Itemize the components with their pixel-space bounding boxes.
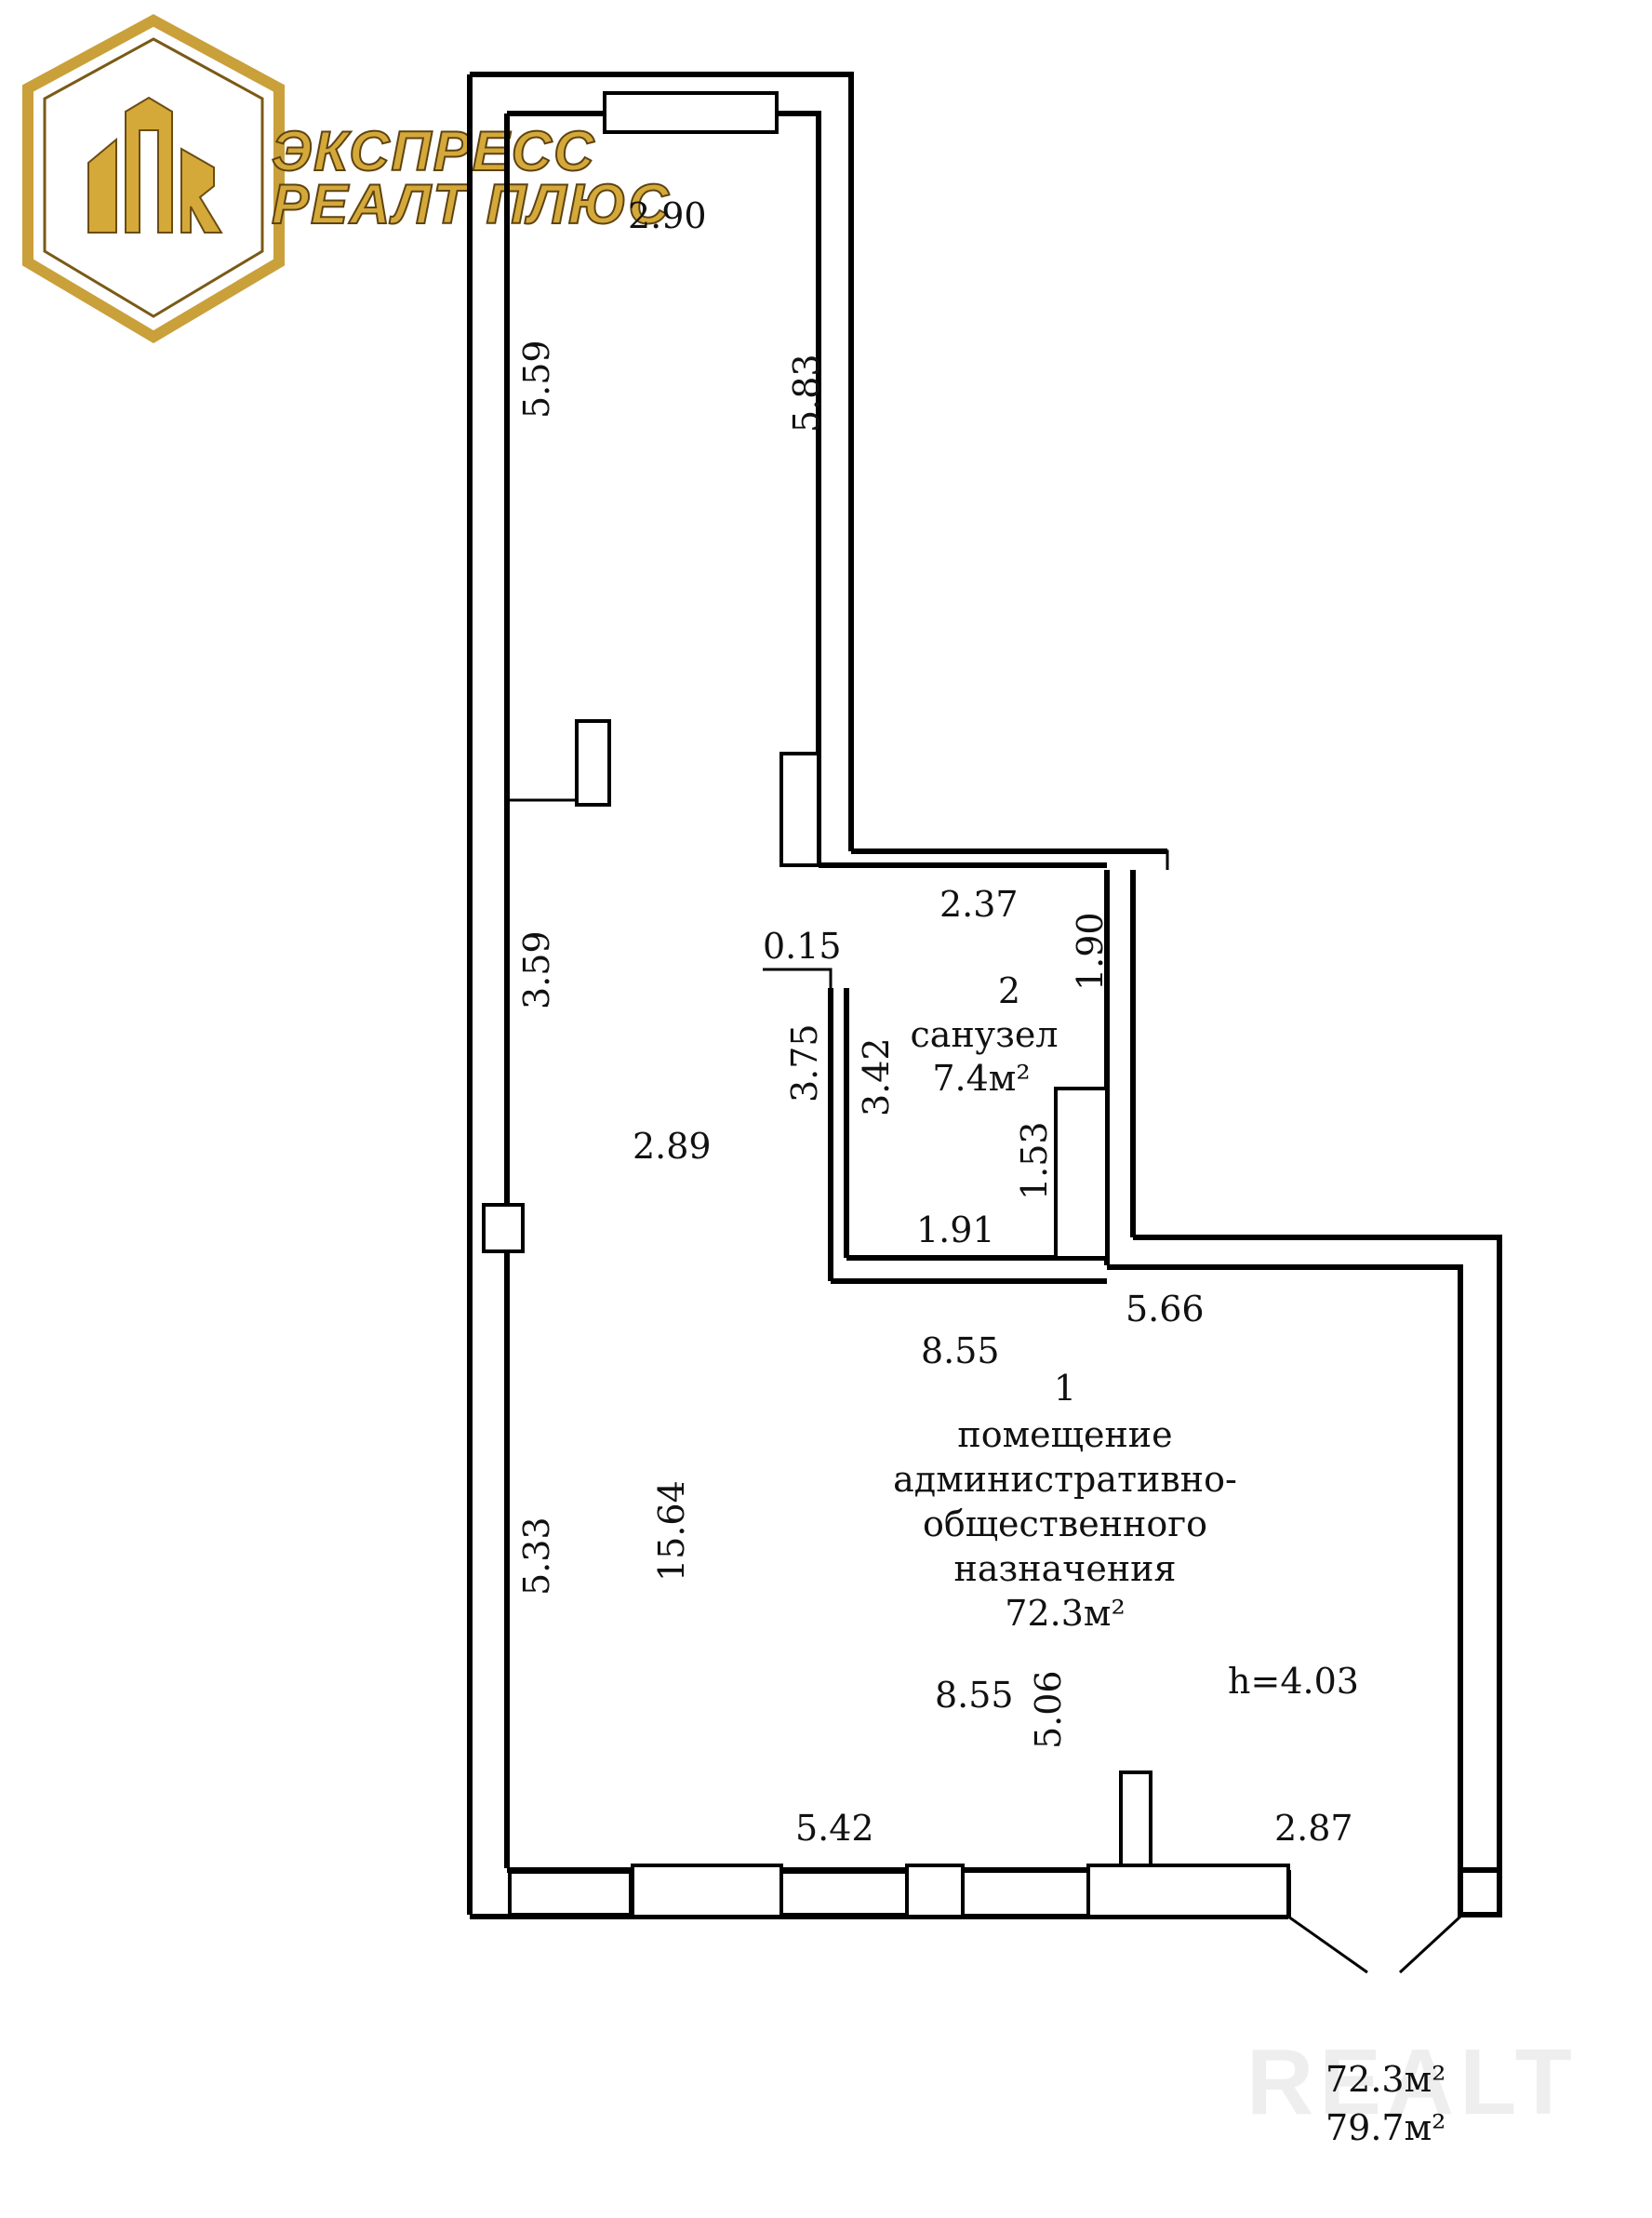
total-area: 79.7м² — [1326, 2107, 1446, 2148]
window-top — [603, 91, 779, 134]
room-1-number: 1 — [1054, 1368, 1076, 1409]
pillar-left — [482, 1203, 525, 1253]
dim-bottom-right: 2.87 — [1274, 1808, 1353, 1849]
window-bottom-mid — [779, 1870, 909, 1917]
pillar-bottom — [1119, 1770, 1152, 1867]
dim-right-upper: 5.83 — [786, 354, 827, 433]
wall-niche — [575, 719, 611, 807]
dim-bath-right-lower: 1.53 — [1014, 1121, 1055, 1200]
dim-bath-bottom: 1.91 — [916, 1209, 995, 1250]
room-2-name: санузел — [911, 1014, 1059, 1055]
dim-right-wing-top: 5.66 — [1126, 1289, 1205, 1329]
room-1-name-line3: общественного — [923, 1503, 1207, 1544]
dim-bottom-left: 5.42 — [795, 1808, 874, 1849]
dim-bath-top: 2.37 — [939, 884, 1019, 925]
dimension-labels: 2.90 5.59 5.83 3.59 2.37 1.90 0.15 3.75 … — [516, 195, 1353, 1849]
outer-wall — [467, 74, 510, 1915]
bath-right-tick — [1107, 849, 1169, 870]
dim-right-lower: 5.06 — [1028, 1670, 1069, 1749]
bath-bottom-wall — [831, 1255, 1107, 1284]
dim-left-upper: 5.59 — [516, 340, 557, 419]
room-1-area: 72.3м² — [1005, 1593, 1125, 1634]
dim-room-width-mid: 8.55 — [921, 1330, 1000, 1371]
door-swing-right — [1398, 1915, 1462, 1974]
dim-room-width-lower: 8.55 — [935, 1675, 1014, 1716]
bottom-right-wall — [1458, 1867, 1502, 1917]
dim-bath-inner-left: 3.42 — [856, 1037, 897, 1116]
bath-left-wall — [828, 988, 849, 1281]
right-upper-wall — [816, 116, 854, 865]
room-2-area: 7.4м² — [932, 1058, 1030, 1099]
room-1-name-line4: назначения — [954, 1548, 1177, 1589]
logo-buildings-icon — [87, 96, 223, 234]
room-2-label: 2 санузел 7.4м² — [911, 970, 1059, 1099]
bath-shaft — [1054, 1087, 1109, 1260]
dim-top-width: 2.90 — [628, 195, 707, 236]
dim-room-length: 15.64 — [651, 1480, 692, 1582]
window-bottom-left — [508, 1870, 633, 1917]
total-main-area: 72.3м² — [1326, 2059, 1446, 2100]
ceiling-height: h=4.03 — [1228, 1661, 1359, 1702]
pillar-bottom-block3 — [1086, 1864, 1290, 1918]
realt-watermark: REALT — [1246, 2030, 1578, 2134]
dim-room-width-upper: 2.89 — [633, 1126, 712, 1167]
area-totals: 72.3м² 79.7м² — [1326, 2059, 1446, 2148]
bath-right-wall — [1104, 870, 1136, 1265]
dim-left-middle: 3.59 — [516, 930, 557, 1009]
company-logo: ЭКСПРЕСС РЕАЛТ ПЛЮС — [22, 14, 670, 343]
pillar-upper — [779, 752, 820, 867]
dim-wall-thickness: 0.15 — [763, 926, 842, 967]
room-2-number: 2 — [998, 970, 1020, 1011]
pillar-bottom-block2 — [905, 1864, 965, 1918]
thickness-leader — [763, 968, 833, 988]
logo-title-line1: ЭКСПРЕСС — [272, 120, 595, 182]
pillar-bottom-block — [631, 1864, 783, 1918]
room-1-name-line2: административно- — [893, 1459, 1237, 1500]
dim-bath-right: 1.90 — [1070, 912, 1111, 991]
dim-bath-outer-left: 3.75 — [784, 1023, 825, 1102]
corridor-top-wall — [819, 848, 1167, 868]
logo-hexagon-icon — [22, 14, 285, 343]
room-1-name-line1: помещение — [957, 1414, 1172, 1455]
logo-hexagon-inner-icon — [43, 37, 264, 318]
right-wing-top-wall — [1107, 1235, 1502, 1870]
room-1-label: 1 помещение административно- общественно… — [893, 1368, 1237, 1634]
plan-walls — [467, 72, 1502, 1974]
door-swing-left — [1287, 1915, 1368, 1974]
dim-left-lower: 5.33 — [516, 1517, 557, 1596]
